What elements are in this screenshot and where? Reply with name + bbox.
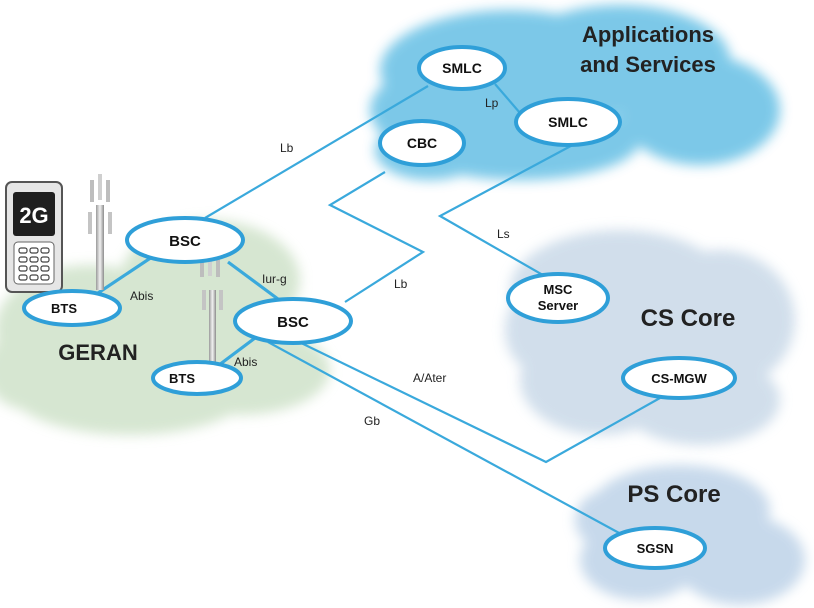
label-iur-g: Iur-g xyxy=(262,272,287,286)
node-bts-bottom-label: BTS xyxy=(169,371,195,386)
node-bts-left-label: BTS xyxy=(51,301,77,316)
lb-lower-link xyxy=(327,171,426,303)
antenna-tower-icon xyxy=(200,250,223,382)
apps-title-line1: Applications xyxy=(582,22,714,47)
label-lp: Lp xyxy=(485,96,499,110)
label-gb: Gb xyxy=(364,414,380,428)
label-abis-lower: Abis xyxy=(234,355,257,369)
apps-title-line2: and Services xyxy=(580,52,716,77)
geran-title: GERAN xyxy=(58,340,137,365)
label-lb-upper: Lb xyxy=(280,141,294,155)
interface-labels: Lb Lp Ls Lb Iur-g Abis Abis A/Ater Gb xyxy=(130,96,510,428)
antenna-tower-icons xyxy=(88,174,223,382)
applications-services-cloud xyxy=(370,5,780,180)
label-lb-lower: Lb xyxy=(394,277,408,291)
node-cbc[interactable]: CBC xyxy=(378,119,466,167)
node-msc-server-line1: MSC xyxy=(544,282,574,297)
label-ls: Ls xyxy=(497,227,510,241)
node-msc-server[interactable]: MSC Server xyxy=(506,272,610,324)
node-bsc-top[interactable]: BSC xyxy=(125,216,245,264)
node-cs-mgw-label: CS-MGW xyxy=(651,371,707,386)
node-bsc-main[interactable]: BSC xyxy=(233,297,353,345)
node-sgsn[interactable]: SGSN xyxy=(603,526,707,570)
ls-link xyxy=(437,139,583,283)
node-sgsn-label: SGSN xyxy=(637,541,674,556)
lp-link xyxy=(494,83,521,114)
cs-core-cloud xyxy=(505,230,795,445)
node-smlc-right[interactable]: SMLC xyxy=(514,97,622,147)
label-a-ater: A/Ater xyxy=(413,371,446,385)
a-ater-link xyxy=(294,339,661,464)
node-cs-mgw[interactable]: CS-MGW xyxy=(621,356,737,400)
iur-g-link xyxy=(227,260,283,304)
domain-titles: Applications and Services CS Core PS Cor… xyxy=(58,22,735,508)
ps-core-title: PS Core xyxy=(627,481,720,508)
interface-links xyxy=(94,83,661,541)
node-smlc-top[interactable]: SMLC xyxy=(417,45,507,91)
label-abis-upper: Abis xyxy=(130,289,153,303)
cs-core-title: CS Core xyxy=(641,305,736,332)
node-bts-bottom[interactable]: BTS xyxy=(151,360,243,396)
node-bsc-main-label: BSC xyxy=(277,314,309,331)
mobile-phone-icon: 2G xyxy=(5,181,63,293)
node-bsc-top-label: BSC xyxy=(169,233,201,250)
antenna-tower-icon xyxy=(88,174,112,290)
node-msc-server-line2: Server xyxy=(538,298,578,313)
node-smlc-top-label: SMLC xyxy=(442,60,482,76)
node-bts-left[interactable]: BTS xyxy=(22,289,122,327)
node-cbc-label: CBC xyxy=(407,135,437,151)
network-nodes: SMLC SMLC CBC BSC BSC BTS BTS MSC xyxy=(22,45,737,570)
abis-upper-link xyxy=(94,253,156,297)
gb-link xyxy=(267,341,633,541)
lb-upper-link xyxy=(204,85,429,219)
node-smlc-right-label: SMLC xyxy=(548,114,588,130)
phone-badge: 2G xyxy=(19,203,48,228)
